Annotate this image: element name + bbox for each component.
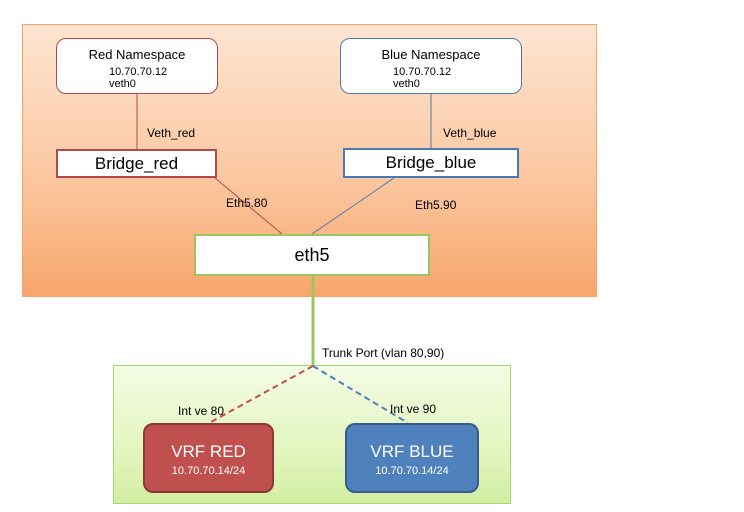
vrf-blue-name: VRF BLUE (370, 442, 454, 461)
vlan90-link (312, 365, 409, 424)
blue-namespace-title: Blue Namespace (381, 47, 481, 62)
red-namespace-ip: 10.70.70.12 (109, 66, 168, 78)
bridge-red: Bridge_red (56, 149, 217, 178)
veth-red-label: Veth_red (147, 126, 196, 140)
blue-namespace: Blue Namespace 10.70.70.12 veth0 (340, 38, 522, 94)
trunk-port-label: Trunk Port (vlan 80,90) (322, 346, 445, 360)
eth5-80-link (214, 177, 283, 235)
vrf-red-subnet: 10.70.70.14/24 (171, 465, 246, 477)
eth5-90-label: Eth5.90 (415, 198, 457, 212)
red-namespace-iface: veth0 (109, 78, 136, 90)
red-namespace: Red Namespace 10.70.70.12 veth0 (56, 38, 218, 94)
vlan80-link (208, 365, 314, 424)
bridge-blue: Bridge_blue (343, 148, 519, 178)
vrf-blue: VRF BLUE 10.70.70.14/24 (345, 423, 479, 493)
int-ve-80-label: Int ve 80 (178, 404, 225, 418)
eth5-interface: eth5 (194, 234, 430, 276)
blue-namespace-ip: 10.70.70.12 (393, 66, 452, 78)
eth5-90-link (311, 177, 395, 235)
vrf-red: VRF RED 10.70.70.14/24 (143, 423, 274, 493)
veth-blue-label: Veth_blue (443, 126, 497, 140)
eth5-80-label: Eth5.80 (226, 196, 268, 210)
vrf-red-name: VRF RED (171, 442, 246, 461)
vrf-blue-subnet: 10.70.70.14/24 (375, 465, 449, 477)
red-namespace-title: Red Namespace (88, 47, 186, 62)
blue-namespace-iface: veth0 (393, 78, 420, 90)
int-ve-90-label: Int ve 90 (390, 402, 437, 416)
